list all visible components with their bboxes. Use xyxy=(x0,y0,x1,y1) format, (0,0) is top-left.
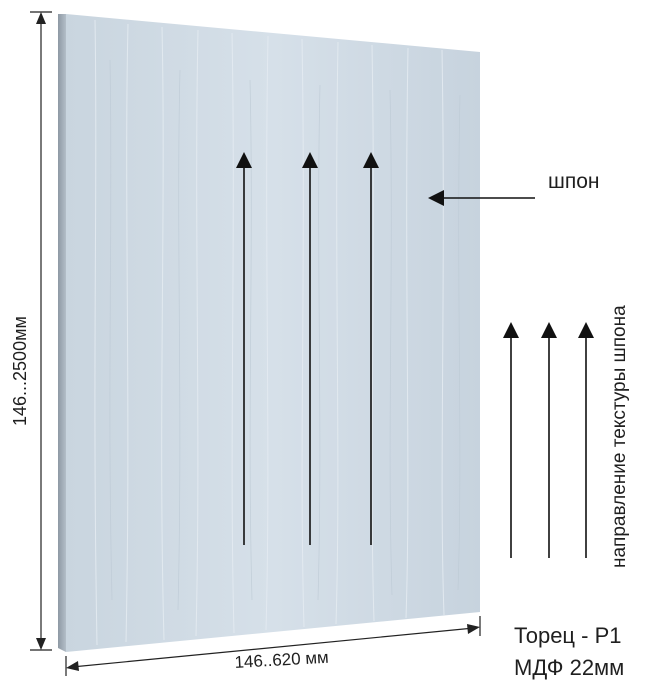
material-label: МДФ 22мм xyxy=(514,655,625,680)
mdf-panel xyxy=(58,14,480,652)
edge-profile-label: Торец - Р1 xyxy=(514,623,622,648)
legend-grain-arrows xyxy=(503,322,594,558)
veneer-grain-shading xyxy=(109,59,461,611)
panel-grain-arrows xyxy=(236,152,379,545)
veneer-label: шпон xyxy=(548,170,600,193)
veneer-grain-texture xyxy=(94,19,445,646)
height-dimension-line xyxy=(30,11,52,651)
width-dimension-line xyxy=(65,616,481,676)
panel-edge xyxy=(58,14,66,652)
height-dimension-label: 146...2500мм xyxy=(10,316,30,426)
panel-face xyxy=(66,14,480,652)
grain-direction-label: направление текстуры шпона xyxy=(609,305,630,568)
